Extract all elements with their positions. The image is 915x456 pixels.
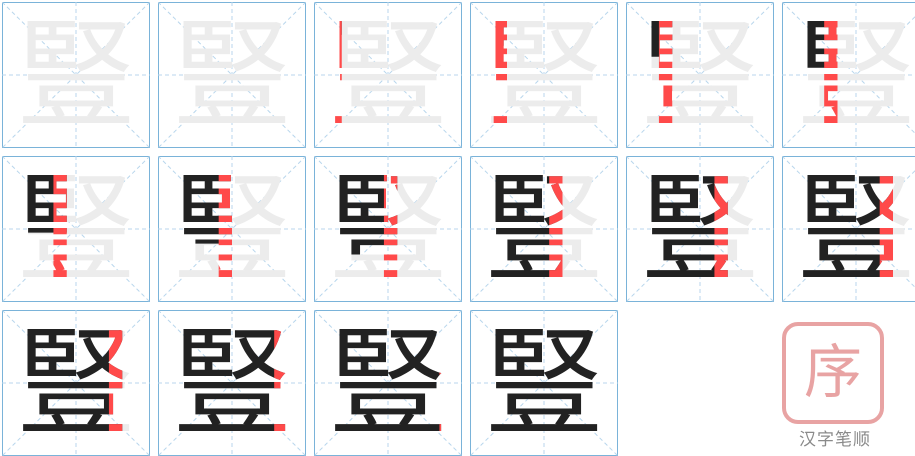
ghost-character: 豎 — [16, 160, 135, 298]
current-stroke: 豎 — [484, 6, 603, 144]
ghost-character: 豎 — [328, 6, 447, 144]
stroke-step-cell: 豎豎豎 — [626, 2, 774, 148]
cell-guide-lines — [2, 2, 150, 148]
stroke-step-cell: 豎豎豎 — [2, 310, 150, 456]
cell-guide-lines — [626, 156, 774, 302]
stroke-step-cell: 豎豎豎 — [626, 156, 774, 302]
written-strokes: 豎 — [172, 314, 291, 452]
cell-guide-lines — [782, 2, 915, 148]
cell-guide-lines — [314, 156, 462, 302]
written-strokes: 豎 — [328, 314, 447, 452]
current-stroke: 豎 — [172, 314, 291, 452]
cell-guide-lines — [626, 2, 774, 148]
ghost-character: 豎 — [640, 6, 759, 144]
current-stroke: 豎 — [16, 314, 135, 452]
ghost-character: 豎 — [328, 160, 447, 298]
site-caption: 汉字笔顺 — [799, 430, 871, 450]
cell-guide-lines — [470, 156, 618, 302]
written-strokes: 豎 — [16, 160, 135, 298]
stroke-step-cell: 豎豎豎 — [470, 156, 618, 302]
written-strokes: 豎 — [796, 6, 915, 144]
current-stroke: 豎 — [796, 6, 915, 144]
stroke-step-cell: 豎豎豎 — [158, 310, 306, 456]
stroke-step-cell: 豎豎豎 — [2, 156, 150, 302]
current-stroke: 豎 — [16, 160, 135, 298]
stroke-step-cell: 豎豎豎 — [2, 2, 150, 148]
stroke-step-cell: 豎豎豎 — [158, 2, 306, 148]
written-strokes: 豎 — [484, 6, 603, 144]
written-strokes: 豎 — [16, 314, 135, 452]
stamp-glyph: 序 — [804, 338, 862, 406]
cell-guide-lines — [158, 2, 306, 148]
written-strokes: 豎 — [484, 160, 603, 298]
cell-guide-lines — [782, 156, 915, 302]
stroke-step-cell: 豎豎豎 — [782, 2, 915, 148]
ghost-character: 豎 — [172, 314, 291, 452]
stroke-step-cell: 豎豎豎 — [782, 156, 915, 302]
stroke-step-cell: 豎豎豎 — [314, 2, 462, 148]
written-strokes: 豎 — [796, 160, 915, 298]
written-strokes: 豎 — [640, 160, 759, 298]
ghost-character: 豎 — [172, 160, 291, 298]
ghost-character: 豎 — [172, 6, 291, 144]
ghost-character: 豎 — [796, 160, 915, 298]
cell-guide-lines — [2, 156, 150, 302]
current-stroke: 豎 — [796, 160, 915, 298]
stroke-step-cell: 豎豎豎 — [314, 310, 462, 456]
written-strokes: 豎 — [640, 6, 759, 144]
ghost-character: 豎 — [16, 314, 135, 452]
written-strokes: 豎 — [328, 160, 447, 298]
ghost-character: 豎 — [484, 314, 603, 452]
stroke-step-cell: 豎豎豎 — [158, 156, 306, 302]
written-strokes: 豎 — [328, 6, 447, 144]
current-stroke: 豎 — [640, 160, 759, 298]
current-stroke: 豎 — [328, 6, 447, 144]
stroke-step-cell: 豎豎豎 — [470, 310, 618, 456]
current-stroke: 豎 — [640, 6, 759, 144]
current-stroke: 豎 — [172, 6, 291, 144]
stamp-frame — [782, 322, 884, 424]
stroke-step-cell: 豎豎豎 — [314, 156, 462, 302]
written-strokes: 豎 — [484, 314, 603, 452]
current-stroke: 豎 — [328, 314, 447, 452]
cell-guide-lines — [470, 2, 618, 148]
written-strokes: 豎 — [172, 160, 291, 298]
ghost-character: 豎 — [640, 160, 759, 298]
current-stroke: 豎 — [484, 160, 603, 298]
cell-guide-lines — [158, 156, 306, 302]
ghost-character: 豎 — [796, 6, 915, 144]
cell-guide-lines — [314, 2, 462, 148]
ghost-character: 豎 — [484, 160, 603, 298]
ghost-character: 豎 — [328, 314, 447, 452]
current-stroke: 豎 — [172, 160, 291, 298]
stroke-step-cell: 豎豎豎 — [470, 2, 618, 148]
written-strokes: 豎 — [172, 6, 291, 144]
ghost-character: 豎 — [484, 6, 603, 144]
ghost-character: 豎 — [16, 6, 135, 144]
current-stroke: 豎 — [328, 160, 447, 298]
site-logo-stamp: 序 — [778, 318, 888, 430]
